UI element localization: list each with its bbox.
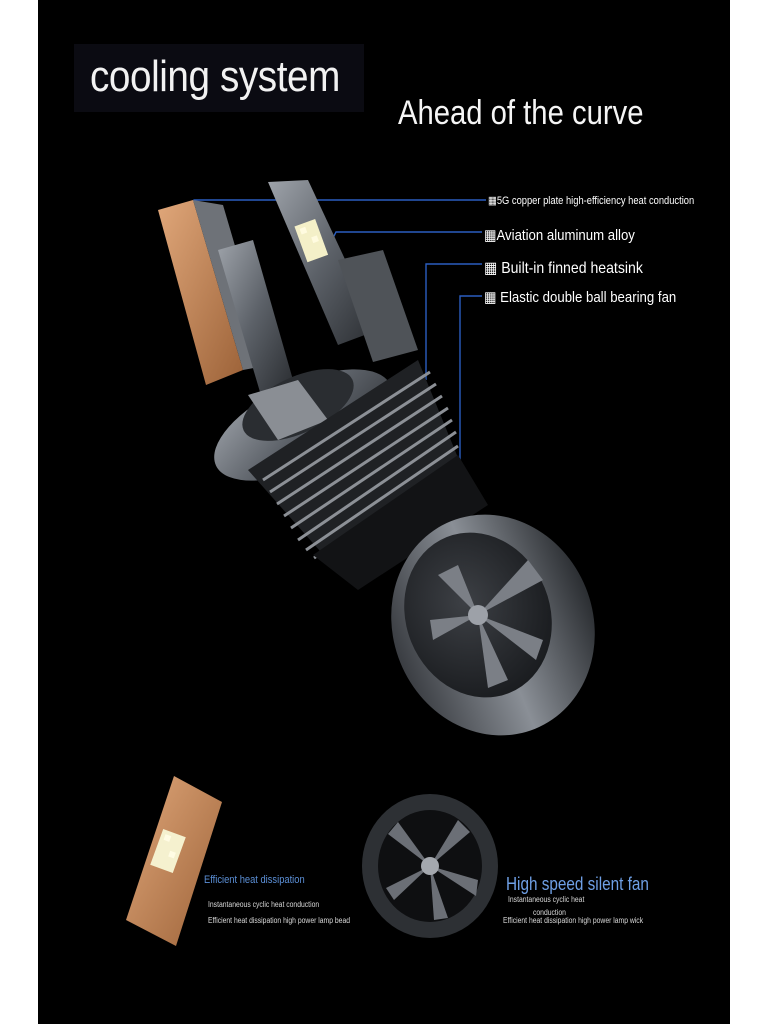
copper-plate-detail <box>126 776 222 946</box>
feature-copper-plate: ▦5G copper plate high-efficiency heat co… <box>488 195 695 207</box>
copper-plate-caption-line: Efficient heat dissipation high power la… <box>208 916 351 925</box>
callout-line-heatsink <box>425 263 482 380</box>
feature-finned-heatsink: ▦ Built-in finned heatsink <box>484 260 643 277</box>
copper-arm <box>158 200 293 392</box>
page-subtitle: Ahead of the curve <box>398 94 644 132</box>
title-background <box>74 44 364 112</box>
copper-plate-caption-title: Efficient heat dissipation <box>204 874 305 886</box>
finned-heatsink <box>248 360 488 590</box>
page-title: cooling system <box>90 52 340 101</box>
fan-caption-line: Efficient heat dissipation high power la… <box>503 916 644 925</box>
bulb-collar <box>214 369 392 481</box>
led-bulb-illustration <box>126 180 595 946</box>
fan-caption-line: Instantaneous cyclic heat <box>508 895 585 904</box>
callout-line-copper <box>185 199 486 215</box>
copper-plate-caption-line: Instantaneous cyclic heat conduction <box>208 900 320 909</box>
fan-caption-title: High speed silent fan <box>506 874 649 894</box>
fan-housing <box>391 514 595 736</box>
fan-detail <box>362 794 498 938</box>
led-arm <box>268 180 418 362</box>
callout-line-fan <box>459 295 482 520</box>
fan-caption-line: conduction <box>533 908 566 917</box>
callout-line-aluminum <box>327 231 482 249</box>
feature-aluminum-alloy: ▦Aviation aluminum alloy <box>484 227 635 244</box>
feature-ball-bearing-fan: ▦ Elastic double ball bearing fan <box>484 289 677 306</box>
product-poster: cooling system Ahead of the curve <box>38 0 730 1024</box>
